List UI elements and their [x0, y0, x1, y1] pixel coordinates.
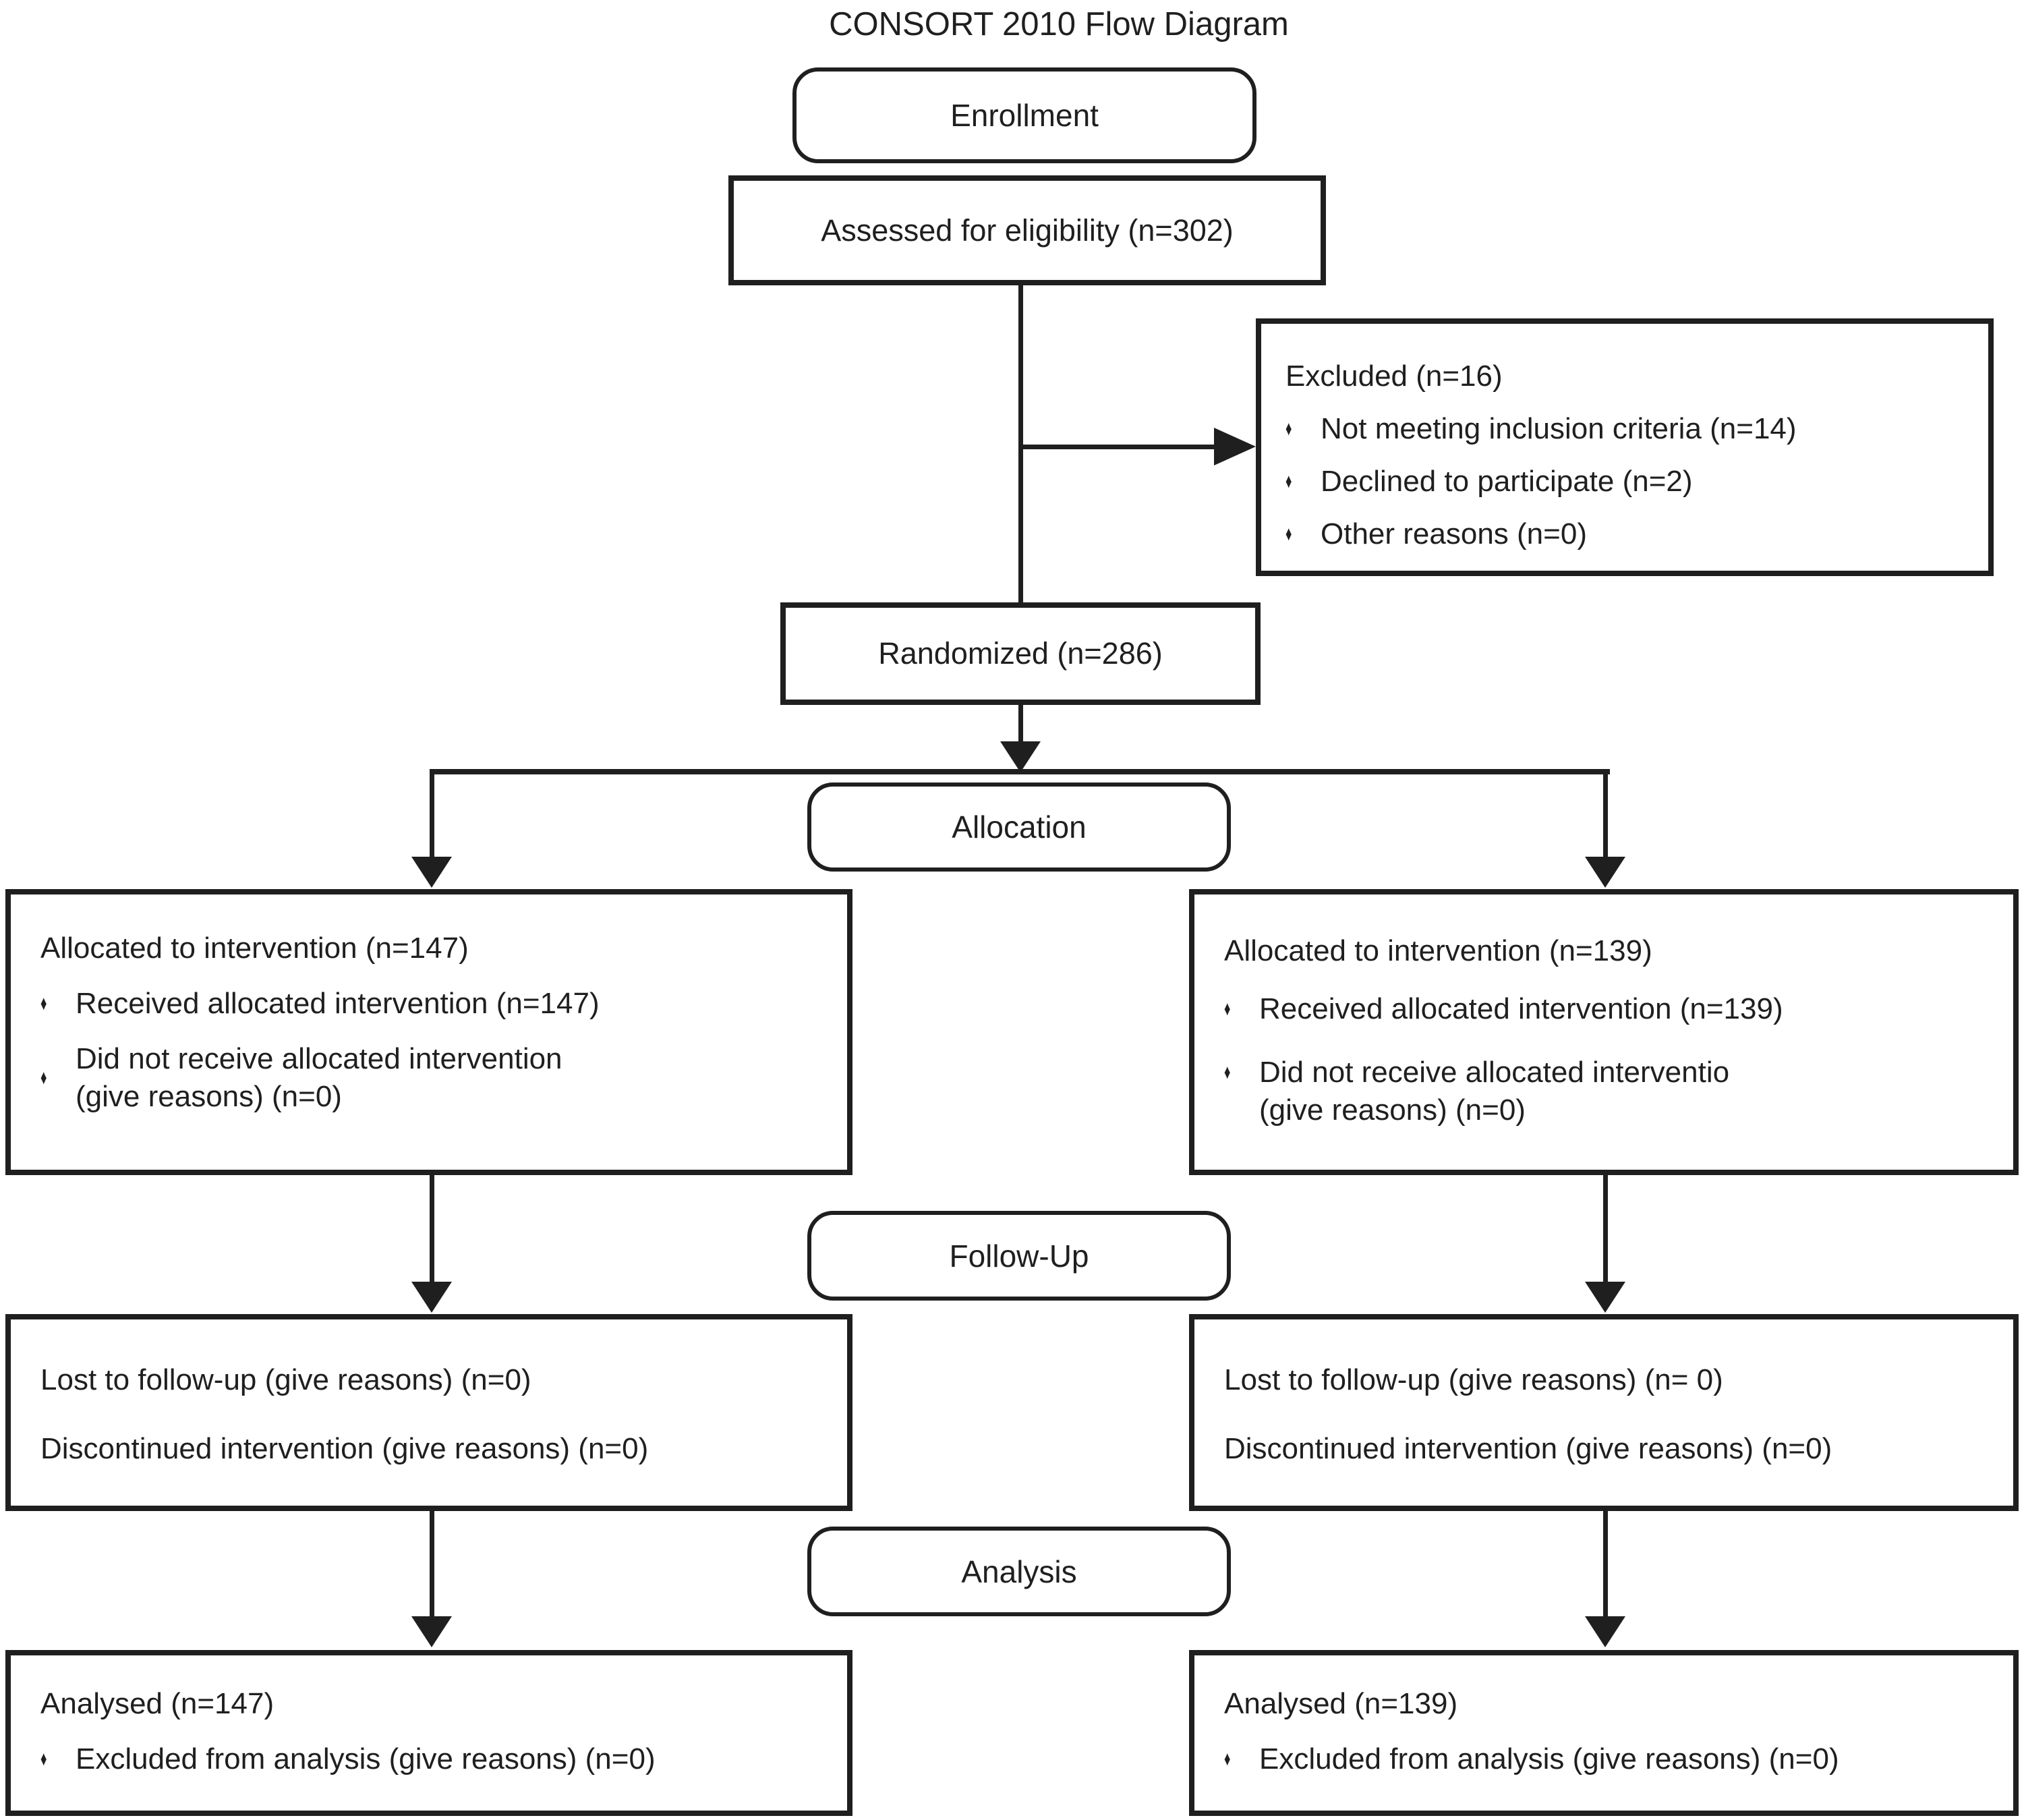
randomized-text: Randomized (n=286): [878, 636, 1163, 671]
diamond-bullet-icon: ♦: [1224, 1748, 1231, 1770]
arrowhead-branch-icon: [1000, 741, 1041, 772]
analysed-left-heading: Analysed (n=147): [40, 1687, 274, 1720]
diamond-bullet-icon: ♦: [1224, 998, 1231, 1020]
allocation-right-bullet-2-line1: Did not receive allocated interventio: [1259, 1056, 1730, 1089]
connector-branch-to-alloc-right: [1603, 769, 1608, 858]
connector-branch-to-alloc-left: [430, 769, 434, 858]
arrowhead-analysis-left-icon: [411, 1616, 452, 1647]
connector-followup-to-analysis-right: [1603, 1511, 1608, 1618]
followup-left-line1: Lost to follow-up (give reasons) (n=0): [40, 1363, 531, 1396]
allocation-right-bullet-1-text: Received allocated intervention (n=139): [1259, 992, 1783, 1025]
followup-left-line2: Discontinued intervention (give reasons)…: [40, 1432, 649, 1465]
excluded-heading: Excluded (n=16): [1285, 360, 1503, 393]
allocation-stage-box: Allocation: [807, 783, 1231, 872]
allocation-stage-label: Allocation: [952, 809, 1087, 845]
arrowhead-alloc-left-icon: [411, 857, 452, 888]
allocation-left-bullet-2-text: Did not receive allocated intervention (…: [76, 1040, 562, 1116]
branch-line: [432, 769, 1610, 774]
excluded-box: Excluded (n=16) ♦ Not meeting inclusion …: [1256, 318, 1994, 576]
allocation-left-bullet-2-line1: Did not receive allocated intervention: [76, 1042, 562, 1075]
analysed-left-box: Analysed (n=147) ♦ Excluded from analysi…: [5, 1650, 852, 1816]
excluded-bullet-3: ♦ Other reasons (n=0): [1285, 515, 1969, 553]
allocation-left-bullet-2-line2: (give reasons) (n=0): [76, 1080, 342, 1113]
analysed-right-bullet-1-text: Excluded from analysis (give reasons) (n…: [1259, 1742, 1839, 1775]
randomized-box: Randomized (n=286): [780, 602, 1261, 705]
connector-alloc-to-followup-left: [430, 1175, 434, 1283]
analysed-left-bullet-1-text: Excluded from analysis (give reasons) (n…: [76, 1742, 656, 1775]
connector-alloc-to-followup-right: [1603, 1175, 1608, 1283]
analysis-stage-label: Analysis: [961, 1554, 1077, 1589]
enrollment-stage-box: Enrollment: [792, 67, 1256, 163]
followup-right-line2: Discontinued intervention (give reasons)…: [1224, 1432, 1832, 1465]
allocation-left-bullet-1-text: Received allocated intervention (n=147): [76, 987, 600, 1020]
assessed-eligibility-box: Assessed for eligibility (n=302): [728, 175, 1326, 285]
arrowhead-followup-left-icon: [411, 1282, 452, 1313]
diagram-title: CONSORT 2010 Flow Diagram: [829, 6, 1289, 42]
allocation-right-bullet-2-line2: (give reasons) (n=0): [1259, 1093, 1526, 1127]
excluded-bullet-2-text: Declined to participate (n=2): [1321, 465, 1693, 498]
diamond-bullet-icon: ♦: [40, 1067, 47, 1089]
excluded-bullet-2: ♦ Declined to participate (n=2): [1285, 463, 1969, 501]
followup-stage-box: Follow-Up: [807, 1211, 1231, 1301]
analysed-right-heading: Analysed (n=139): [1224, 1687, 1458, 1720]
allocation-right-bullet-2-text: Did not receive allocated interventio (g…: [1259, 1054, 1729, 1129]
diamond-bullet-icon: ♦: [1285, 470, 1292, 492]
followup-right-box: Lost to follow-up (give reasons) (n= 0) …: [1189, 1314, 2019, 1511]
enrollment-stage-label: Enrollment: [950, 98, 1099, 133]
excluded-bullet-1-text: Not meeting inclusion criteria (n=14): [1321, 412, 1797, 445]
connector-to-excluded: [1020, 445, 1216, 449]
arrowhead-followup-right-icon: [1585, 1282, 1625, 1313]
connector-assessed-to-randomized: [1018, 285, 1023, 602]
diamond-bullet-icon: ♦: [40, 1748, 47, 1770]
allocation-right-bullet-2: ♦ Did not receive allocated interventio …: [1224, 1054, 1994, 1129]
diamond-bullet-icon: ♦: [1285, 523, 1292, 545]
analysis-stage-box: Analysis: [807, 1527, 1231, 1616]
assessed-eligibility-text: Assessed for eligibility (n=302): [821, 212, 1234, 248]
arrowhead-analysis-right-icon: [1585, 1616, 1625, 1647]
followup-left-box: Lost to follow-up (give reasons) (n=0) D…: [5, 1314, 852, 1511]
allocation-left-heading: Allocated to intervention (n=147): [40, 932, 469, 965]
allocation-left-bullet-2: ♦ Did not receive allocated intervention…: [40, 1040, 828, 1116]
analysed-right-box: Analysed (n=139) ♦ Excluded from analysi…: [1189, 1650, 2019, 1816]
diamond-bullet-icon: ♦: [40, 992, 47, 1015]
diamond-bullet-icon: ♦: [1285, 418, 1292, 440]
arrowhead-excluded-icon: [1214, 428, 1256, 465]
excluded-bullet-3-text: Other reasons (n=0): [1321, 517, 1587, 550]
allocation-right-heading: Allocated to intervention (n=139): [1224, 934, 1652, 967]
followup-stage-label: Follow-Up: [949, 1238, 1089, 1274]
followup-right-line1: Lost to follow-up (give reasons) (n= 0): [1224, 1363, 1723, 1396]
allocation-left-bullet-1: ♦ Received allocated intervention (n=147…: [40, 985, 828, 1023]
allocation-right-bullet-1: ♦ Received allocated intervention (n=139…: [1224, 990, 1994, 1028]
connector-randomized-to-branch: [1018, 705, 1023, 743]
connector-followup-to-analysis-left: [430, 1511, 434, 1618]
analysed-right-bullet-1: ♦ Excluded from analysis (give reasons) …: [1224, 1740, 1994, 1778]
allocation-left-box: Allocated to intervention (n=147) ♦ Rece…: [5, 889, 852, 1175]
excluded-bullet-1: ♦ Not meeting inclusion criteria (n=14): [1285, 410, 1969, 448]
analysed-left-bullet-1: ♦ Excluded from analysis (give reasons) …: [40, 1740, 828, 1778]
allocation-right-box: Allocated to intervention (n=139) ♦ Rece…: [1189, 889, 2019, 1175]
arrowhead-alloc-right-icon: [1585, 857, 1625, 888]
diamond-bullet-icon: ♦: [1224, 1061, 1231, 1083]
